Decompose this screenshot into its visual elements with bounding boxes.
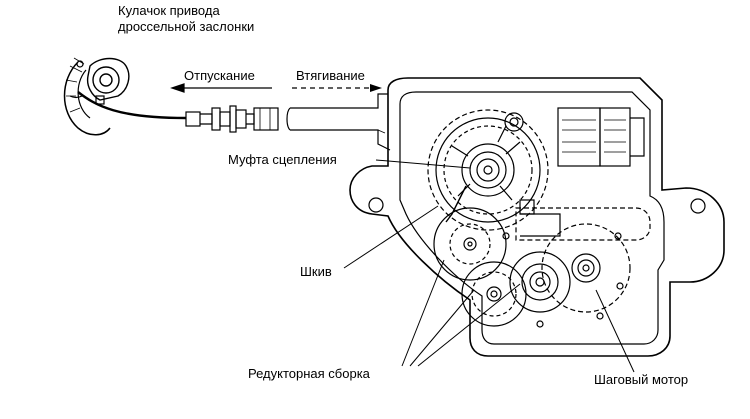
gear-leader-3 — [417, 283, 521, 367]
release-arrow — [170, 83, 272, 93]
clutch-label: Муфта сцепления — [228, 152, 337, 167]
actuator-housing — [349, 77, 725, 357]
cam-label-line1: Кулачок привода — [118, 3, 220, 18]
cam-label-line2: дроссельной заслонки — [118, 19, 254, 34]
gear-assembly-label: Редукторная сборка — [248, 366, 371, 381]
stepper-motor-label: Шаговый мотор — [594, 372, 688, 387]
gear-leader-1 — [401, 259, 445, 367]
cable-assembly — [185, 93, 391, 151]
leader-lines — [343, 159, 635, 373]
pull-arrow — [292, 84, 382, 92]
pulley — [433, 207, 507, 281]
motor-leader — [595, 289, 635, 373]
pulley-leader — [343, 205, 439, 269]
electrical-connector — [557, 107, 645, 167]
gear-assembly — [461, 223, 631, 327]
clutch-leader — [375, 159, 471, 169]
stepper-motor — [502, 199, 651, 328]
release-label: Отпускание — [184, 68, 255, 83]
throttle-cam — [63, 57, 187, 136]
pulley-label: Шкив — [300, 264, 332, 279]
clutch-assembly — [427, 109, 549, 231]
gear-leader-2 — [409, 289, 475, 367]
pull-label: Втягивание — [296, 68, 365, 83]
